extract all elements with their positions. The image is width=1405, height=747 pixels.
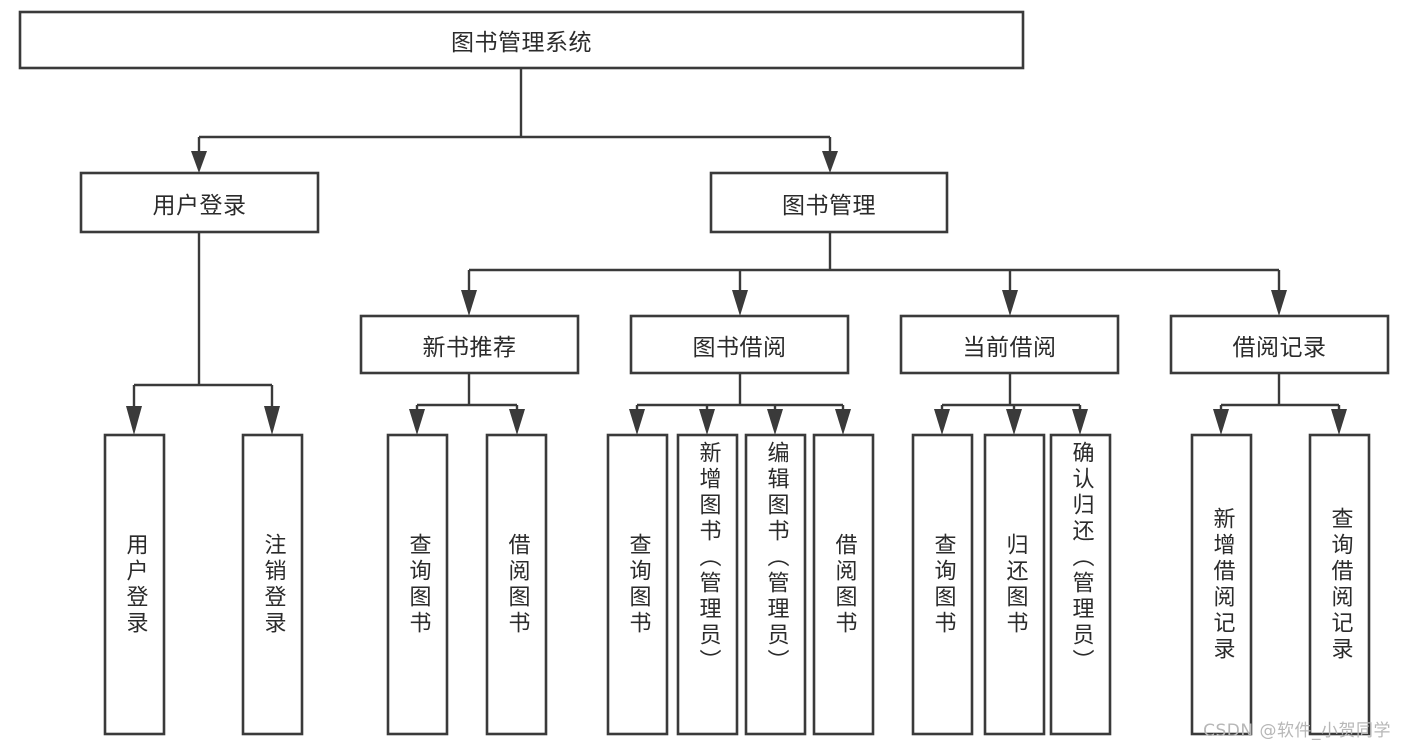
connector-root-to-level2: [191, 68, 838, 173]
node-book-management-box[interactable]: [709, 171, 949, 234]
node-new-book-recommend-box[interactable]: [359, 314, 580, 375]
arrow-head-icon: [699, 409, 715, 435]
arrow-head-icon: [835, 409, 851, 435]
node-root-box[interactable]: [18, 10, 1025, 70]
arrow-head-icon: [191, 151, 207, 173]
leaf-box-book-borrow-0[interactable]: [606, 433, 669, 736]
arrow-head-icon: [934, 409, 950, 435]
node-current-borrow-box[interactable]: [899, 314, 1120, 375]
arrow-head-icon: [822, 151, 838, 173]
node-borrow-record-box[interactable]: [1169, 314, 1390, 375]
node-user-login-box[interactable]: [79, 171, 320, 234]
node-book-borrow-box[interactable]: [629, 314, 850, 375]
arrow-head-icon: [1002, 290, 1018, 316]
connector-borrow-record-to-leaves: [1213, 373, 1347, 435]
arrow-head-icon: [1072, 409, 1088, 435]
arrow-head-icon: [767, 409, 783, 435]
arrow-head-icon: [1331, 409, 1347, 435]
connector-current-borrow-to-leaves: [934, 373, 1088, 435]
leaf-box-current-borrow-1[interactable]: [983, 433, 1046, 736]
leaf-box-current-borrow-2[interactable]: [1049, 433, 1112, 736]
arrow-head-icon: [126, 406, 142, 435]
connector-book-management-to-level3: [461, 232, 1287, 316]
arrow-head-icon: [264, 406, 280, 435]
arrow-head-icon: [509, 409, 525, 435]
connector-book-borrow-to-leaves: [629, 373, 851, 435]
leaf-box-borrow-record-0[interactable]: [1190, 433, 1253, 736]
connector-user-login-to-leaves: [126, 232, 280, 435]
arrow-head-icon: [1271, 290, 1287, 316]
leaf-box-current-borrow-0[interactable]: [911, 433, 974, 736]
leaf-box-user-login-0[interactable]: [103, 433, 166, 736]
arrow-head-icon: [629, 409, 645, 435]
leaf-box-book-borrow-1[interactable]: [676, 433, 739, 736]
watermark-text: CSDN @软件_小贺同学: [1203, 721, 1391, 741]
leaf-box-book-borrow-2[interactable]: [744, 433, 807, 736]
leaf-box-new-book-0[interactable]: [386, 433, 449, 736]
leaf-box-borrow-record-1[interactable]: [1308, 433, 1371, 736]
leaf-box-user-login-1[interactable]: [241, 433, 304, 736]
leaf-box-book-borrow-3[interactable]: [812, 433, 875, 736]
arrow-head-icon: [1006, 409, 1022, 435]
arrow-head-icon: [409, 409, 425, 435]
arrow-head-icon: [461, 290, 477, 316]
leaf-box-new-book-1[interactable]: [485, 433, 548, 736]
arrow-head-icon: [1213, 409, 1229, 435]
connector-new-book-to-leaves: [409, 373, 525, 435]
arrow-head-icon: [732, 290, 748, 316]
